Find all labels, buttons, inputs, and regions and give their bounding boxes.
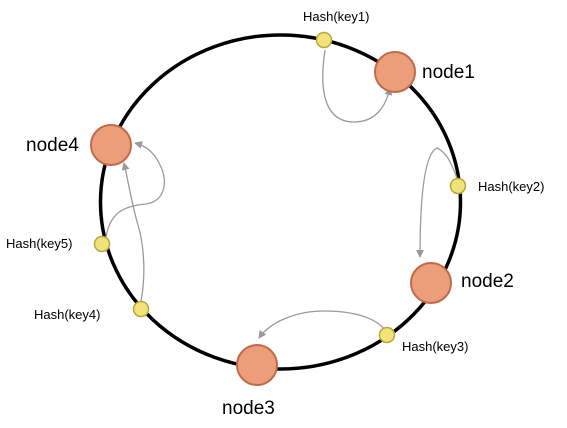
node-marker xyxy=(236,344,278,386)
key-label: Hash(key4) xyxy=(34,307,100,322)
node1: node1 xyxy=(374,51,475,93)
key-marker xyxy=(315,31,333,49)
node-label: node2 xyxy=(461,271,514,292)
node-marker xyxy=(374,51,416,93)
arrow-key2-to-node2 xyxy=(416,147,458,258)
key-label: Hash(key5) xyxy=(6,236,72,251)
node-label: node4 xyxy=(26,135,79,156)
node-marker xyxy=(410,262,452,304)
node2: node2 xyxy=(410,262,514,304)
arrow-key4-to-node4 xyxy=(121,162,145,302)
key-marker xyxy=(449,177,467,195)
node3: node3 xyxy=(222,344,278,419)
key4: Hash(key4) xyxy=(34,300,150,322)
node-label: node3 xyxy=(222,398,275,419)
key-label: Hash(key1) xyxy=(303,9,369,24)
node-label: node1 xyxy=(422,62,475,83)
key-marker xyxy=(132,300,150,318)
node-marker xyxy=(90,124,132,166)
arrow-key1-to-node1 xyxy=(322,49,393,123)
key1: Hash(key1) xyxy=(303,9,369,49)
hash-ring xyxy=(98,33,463,371)
node4: node4 xyxy=(26,124,132,166)
key2: Hash(key2) xyxy=(449,177,544,195)
arrow-key5-to-node4 xyxy=(105,140,166,238)
arrow-key3-to-node3 xyxy=(258,310,386,339)
key-marker xyxy=(93,235,111,253)
key-marker xyxy=(378,326,396,344)
key5: Hash(key5) xyxy=(6,235,111,253)
key-label: Hash(key2) xyxy=(478,179,544,194)
key-label: Hash(key3) xyxy=(402,339,468,354)
key3: Hash(key3) xyxy=(378,326,468,354)
